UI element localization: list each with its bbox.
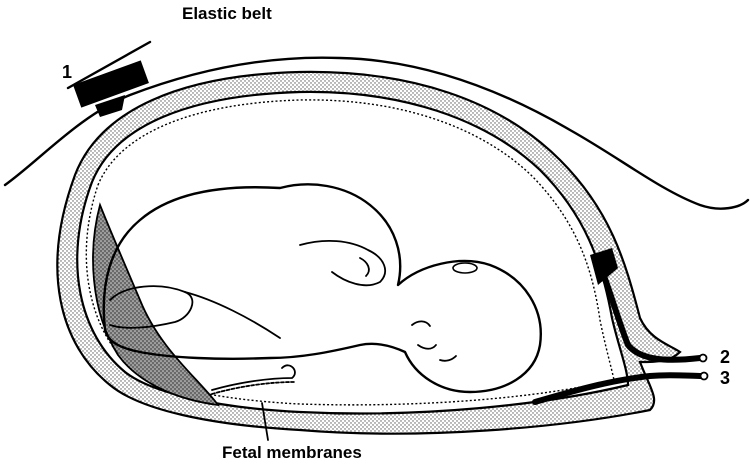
umbilical-cord: [212, 365, 295, 390]
label-elastic-belt: Elastic belt: [182, 4, 272, 23]
label-fetal-membranes: Fetal membranes: [222, 443, 362, 462]
fontanelle: [453, 263, 477, 273]
label-marker-2: 2: [720, 347, 730, 367]
label-marker-1: 1: [62, 62, 72, 82]
label-marker-3: 3: [720, 368, 730, 388]
